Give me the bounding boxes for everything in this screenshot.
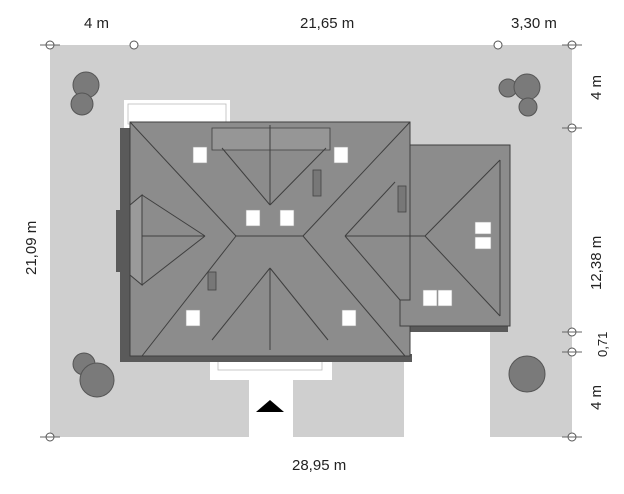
dimension-top-right: 3,30 m <box>511 15 557 32</box>
dimension-right-middle: 12,38 m <box>588 236 605 290</box>
dimension-top-middle: 21,65 m <box>300 15 354 32</box>
circle-marker-icon <box>129 40 139 50</box>
dimension-bottom: 28,95 m <box>292 457 346 474</box>
roof-north-gable <box>211 127 331 151</box>
dimension-ticks <box>40 44 582 438</box>
tree-southeast <box>508 355 546 393</box>
dimension-right-top: 4 m <box>588 75 605 100</box>
triangle-up-icon <box>256 400 284 412</box>
roof <box>129 121 511 357</box>
dimension-right-bottom: 4 m <box>588 385 605 410</box>
tree-group-southwest <box>72 352 115 398</box>
trees <box>70 71 546 398</box>
tree-group-northeast <box>498 73 541 117</box>
tree-group-northwest <box>70 71 100 116</box>
roof-main <box>129 121 411 357</box>
roof-windows <box>185 146 492 327</box>
dimension-right-small: 0,71 <box>595 332 610 357</box>
roof-west-bay <box>129 193 143 287</box>
chimneys <box>207 169 407 291</box>
roof-ridges <box>129 121 501 357</box>
dimension-top-left: 4 m <box>84 15 109 32</box>
dimension-left: 21,09 m <box>23 221 40 275</box>
circle-marker-icon <box>493 40 503 50</box>
roof-east-wing <box>399 144 511 327</box>
